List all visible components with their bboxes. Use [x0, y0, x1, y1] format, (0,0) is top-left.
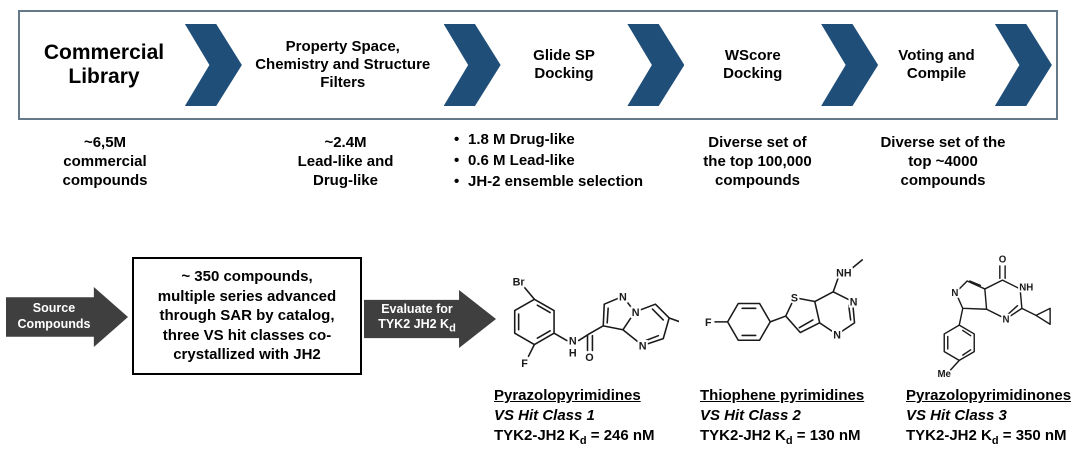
hit-vs-class: VS Hit Class 3	[906, 406, 1007, 424]
hit-name: Pyrazolopyrimidinones	[906, 387, 1072, 404]
molecule-drawing-pyrazolopyrimidines: Br F N H O N N N	[511, 275, 679, 372]
atom-label: N	[632, 307, 640, 319]
stage-glide-docking: Glide SP Docking	[533, 46, 595, 82]
atom-label: Me	[938, 369, 952, 380]
list-item: 1.8 M Drug-like	[452, 130, 650, 149]
kd-sub: d	[785, 434, 793, 447]
thienopyrimidine-core	[769, 259, 864, 336]
hit-vs-class: VS Hit Class 1	[494, 406, 595, 424]
sar-compounds-box: ~ 350 compounds, multiple series advance…	[132, 257, 362, 375]
stage-voting-compile: Voting and Compile	[898, 46, 975, 82]
list-item: JH-2 ensemble selection	[452, 172, 650, 191]
atom-label: N	[850, 296, 858, 308]
pyrimidinone-ring	[984, 265, 1023, 320]
kd-prefix: TYK2-JH2 K	[700, 426, 786, 444]
molecule-drawing-pyrazolopyrimidinones: O NH N N Me	[936, 253, 1051, 382]
kd-value: = 130 nM	[792, 426, 861, 444]
hit-name: Thiophene pyrimidines	[700, 387, 865, 404]
annotation-wscore: Diverse set of the top 100,000 compounds	[703, 134, 812, 190]
annotation-voting: Diverse set of the top ~4000 compounds	[880, 134, 1006, 190]
tolyl-ring	[943, 307, 975, 371]
atom-label: N	[951, 288, 958, 299]
fluorophenyl-ring	[714, 302, 772, 342]
pyrazole-ring	[955, 280, 988, 310]
annotation-filters: ~2.4M Lead-like and Drug-like	[297, 134, 394, 190]
bicyclic-core	[602, 295, 679, 347]
hit-class-1-caption: Pyrazolopyrimidines VS Hit Class 1 TYK2-…	[494, 386, 699, 448]
hit-kd: TYK2-JH2 Kd = 350 nM	[906, 426, 1080, 449]
kd-sub: d	[991, 434, 999, 447]
atom-label: N	[569, 336, 577, 348]
phenyl-ring	[513, 286, 555, 358]
kd-prefix: TYK2-JH2 K	[906, 426, 992, 444]
annotation-glide-list: 1.8 M Drug-like 0.6 M Lead-like JH-2 ens…	[452, 130, 650, 194]
atom-label: N	[833, 329, 841, 341]
kd-value: = 350 nM	[998, 426, 1067, 444]
cyclopropyl-group	[1021, 307, 1051, 325]
atom-label: O	[999, 254, 1007, 265]
flow-chevron-icon	[627, 24, 685, 106]
list-item: 0.6 M Lead-like	[452, 151, 650, 170]
hit-class-3-caption: Pyrazolopyrimidinones VS Hit Class 3 TYK…	[906, 386, 1080, 448]
hit-kd: TYK2-JH2 Kd = 130 nM	[700, 426, 905, 449]
stage-commercial-library: Commercial Library	[43, 40, 165, 88]
atom-label: N	[1003, 314, 1010, 325]
kd-sub: d	[579, 434, 587, 447]
flow-chevron-icon	[994, 24, 1052, 106]
atom-label: O	[585, 352, 593, 364]
flow-chevron-icon	[821, 24, 879, 106]
flow-chevron-icon	[443, 24, 501, 106]
stage-wscore-docking: WScore Docking	[723, 46, 783, 82]
atom-label: S	[791, 293, 798, 305]
evaluate-kd-sub: d	[449, 322, 456, 335]
hit-name: Pyrazolopyrimidines	[494, 387, 641, 404]
evaluate-kd-prefix: TYK2 JH2 K	[378, 317, 450, 332]
molecule-drawing-thiophene-pyrimidines: F S N N NH	[703, 259, 864, 343]
atom-label: F	[521, 358, 528, 370]
pipeline-box: Commercial Library Property Space, Chemi…	[18, 10, 1058, 120]
flow-chevron-icon	[184, 24, 242, 106]
annotation-commercial: ~6,5M commercial compounds	[62, 134, 148, 190]
atom-label: Br	[513, 277, 526, 289]
kd-prefix: TYK2-JH2 K	[494, 426, 580, 444]
hit-kd: TYK2-JH2 Kd = 246 nM	[494, 426, 699, 449]
atom-label: H	[569, 347, 577, 359]
atom-label: F	[705, 317, 712, 329]
source-compounds-label: Source Compounds	[17, 301, 91, 331]
kd-value: = 246 nM	[586, 426, 655, 444]
atom-label: NH	[836, 267, 851, 279]
source-compounds-arrow: Source Compounds	[6, 287, 128, 347]
atom-label: NH	[1019, 283, 1033, 294]
atom-label: N	[639, 340, 647, 352]
hit-vs-class: VS Hit Class 2	[700, 406, 801, 424]
amide-group	[553, 325, 605, 352]
stage-filters: Property Space, Chemistry and Structure …	[255, 37, 431, 92]
atom-label: N	[619, 291, 627, 303]
evaluate-line1: Evaluate for	[381, 301, 453, 316]
hit-class-2-caption: Thiophene pyrimidines VS Hit Class 2 TYK…	[700, 386, 905, 448]
